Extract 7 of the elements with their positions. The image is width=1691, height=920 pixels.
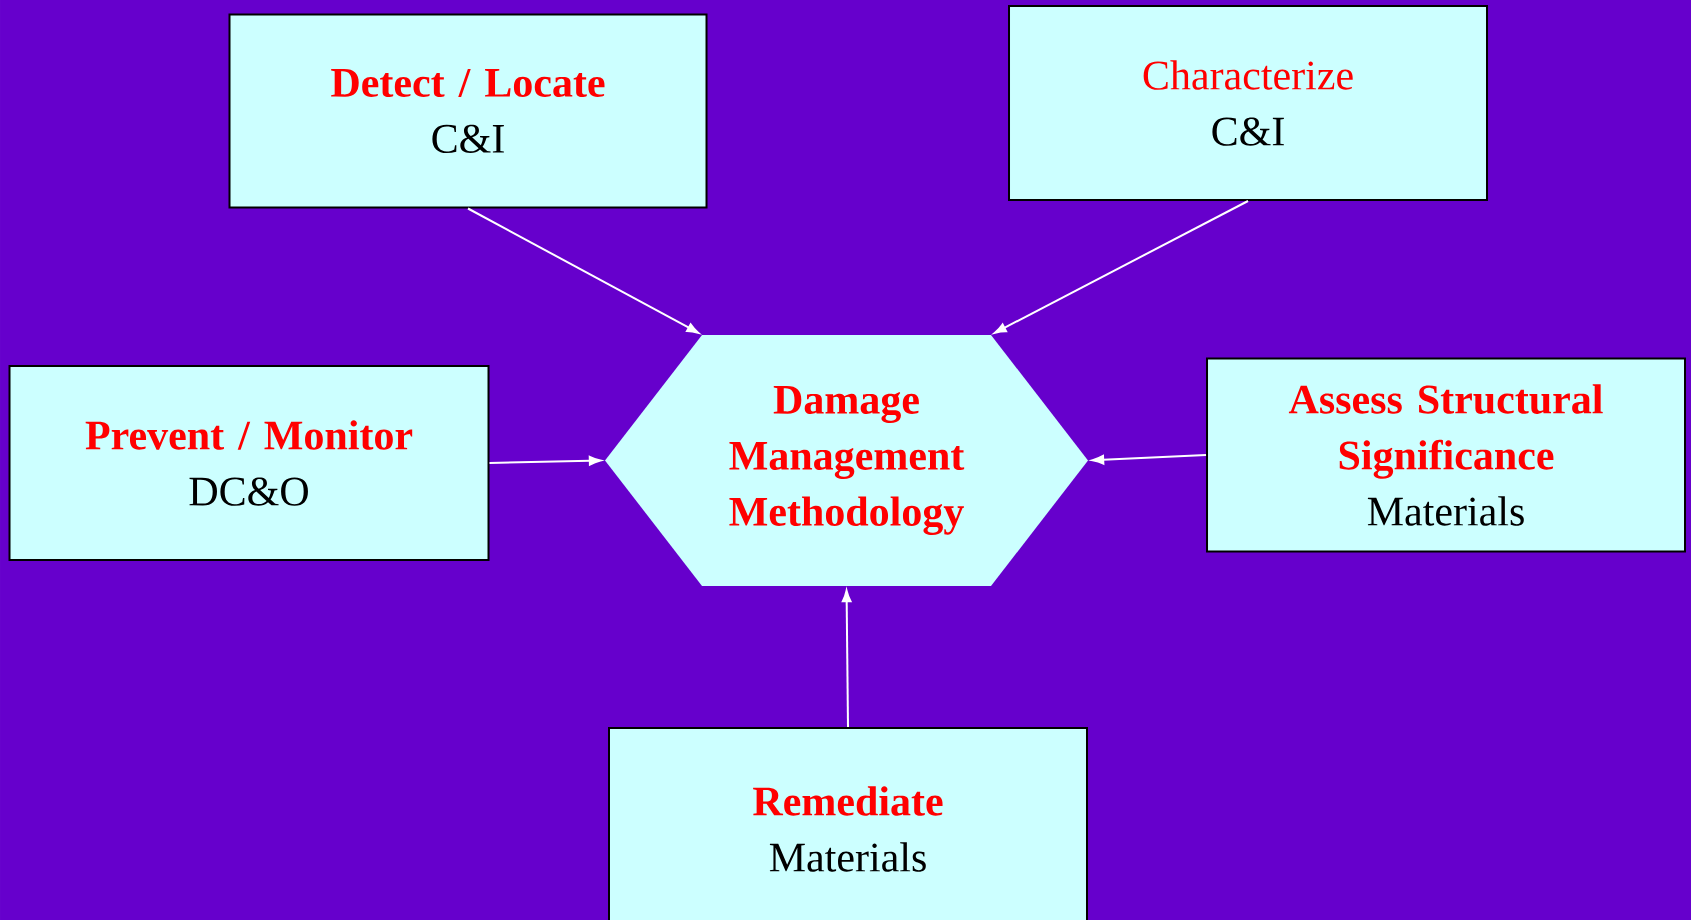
arrow — [467, 207, 700, 334]
process-box: Detect / Locate C&I — [228, 13, 708, 209]
process-box: Assess Structural Significance Materials — [1206, 357, 1686, 553]
hexagon: Damage Management Methodology — [605, 335, 1088, 586]
process-box: Characterize C&I — [1008, 5, 1488, 201]
process-box: Remediate Materials — [608, 727, 1088, 920]
process-box: Prevent / Monitor DC&O — [8, 365, 490, 561]
